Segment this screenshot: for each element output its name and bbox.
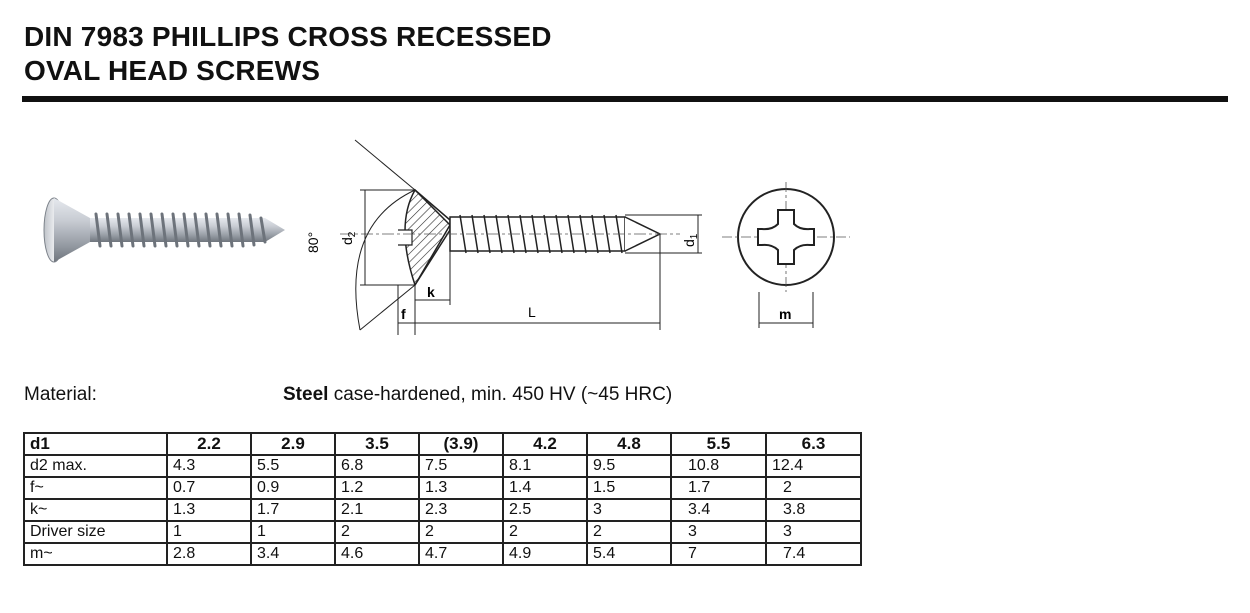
table-cell: 9.5 (586, 454, 672, 478)
table-cell: 2.8 (166, 542, 252, 566)
table-cell: 2 (586, 520, 672, 544)
table-cell: 5.4 (586, 542, 672, 566)
table-cell: 3 (586, 498, 672, 522)
material-label: Material: (24, 384, 97, 405)
material-description: case-hardened, min. 450 HV (~45 HRC) (328, 384, 673, 405)
page-title: DIN 7983 PHILLIPS CROSS RECESSED OVAL HE… (24, 20, 552, 88)
table-cell: 0.9 (250, 476, 336, 500)
table-cell: 4.9 (502, 542, 588, 566)
row-label: m~ (23, 542, 168, 566)
header-column: 4.8 (586, 432, 672, 456)
table-cell: 1 (166, 520, 252, 544)
title-rule (22, 96, 1228, 102)
table-cell: 2 (502, 520, 588, 544)
header-column: 4.2 (502, 432, 588, 456)
header-column: 2.9 (250, 432, 336, 456)
head-top-view: m (722, 182, 850, 328)
L-label: L (528, 304, 536, 320)
table-cell: 2.5 (502, 498, 588, 522)
table-cell: 0.7 (166, 476, 252, 500)
header-label: d1 (23, 432, 168, 456)
title-line-1: DIN 7983 PHILLIPS CROSS RECESSED (24, 21, 552, 52)
table-cell: 7.4 (765, 542, 862, 566)
header-column: 5.5 (670, 432, 767, 456)
table-cell: 1.4 (502, 476, 588, 500)
row-label: k~ (23, 498, 168, 522)
k-label: k (427, 284, 435, 300)
table-cell: 1.3 (418, 476, 504, 500)
table-cell: 2 (334, 520, 420, 544)
table-cell: 3.4 (670, 498, 767, 522)
table-cell: 1 (250, 520, 336, 544)
table-cell: 10.8 (670, 454, 767, 478)
header-column: 2.2 (166, 432, 252, 456)
table-cell: 1.3 (166, 498, 252, 522)
header-column: 3.5 (334, 432, 420, 456)
technical-drawing: 80° d2 d1 k f L (305, 139, 702, 335)
table-cell: 8.1 (502, 454, 588, 478)
table-cell: 3 (670, 520, 767, 544)
table-cell: 6.8 (334, 454, 420, 478)
screw-photo (43, 197, 285, 263)
title-line-2: OVAL HEAD SCREWS (24, 55, 321, 86)
table-cell: 5.5 (250, 454, 336, 478)
angle-label: 80° (305, 232, 321, 253)
row-label: Driver size (23, 520, 168, 544)
table-cell: 4.3 (166, 454, 252, 478)
table-cell: 2 (765, 476, 862, 500)
row-label: d2 max. (23, 454, 168, 478)
d1-label: d (681, 239, 697, 247)
m-label: m (779, 306, 791, 322)
table-cell: 3.4 (250, 542, 336, 566)
header-column: 6.3 (765, 432, 862, 456)
table-cell: 7 (670, 542, 767, 566)
svg-text:d2: d2 (339, 231, 358, 245)
svg-text:d1: d1 (681, 233, 700, 247)
material-line: Material: Steel case-hardened, min. 450 … (24, 382, 924, 412)
table-cell: 1.2 (334, 476, 420, 500)
material-value: Steel case-hardened, min. 450 HV (~45 HR… (283, 382, 672, 408)
f-label: f (401, 306, 406, 322)
table-cell: 4.6 (334, 542, 420, 566)
table-cell: 1.5 (586, 476, 672, 500)
table-cell: 3 (765, 520, 862, 544)
table-cell: 2 (418, 520, 504, 544)
table-cell: 4.7 (418, 542, 504, 566)
table-cell: 2.1 (334, 498, 420, 522)
table-cell: 2.3 (418, 498, 504, 522)
table-cell: 3.8 (765, 498, 862, 522)
table-cell: 1.7 (670, 476, 767, 500)
table-cell: 1.7 (250, 498, 336, 522)
d1-subscript: 1 (689, 233, 700, 239)
row-label: f~ (23, 476, 168, 500)
d2-label: d (339, 237, 355, 245)
table-cell: 12.4 (765, 454, 862, 478)
header-column: (3.9) (418, 432, 504, 456)
table-cell: 7.5 (418, 454, 504, 478)
material-steel: Steel (283, 384, 329, 405)
d2-subscript: 2 (347, 231, 358, 237)
